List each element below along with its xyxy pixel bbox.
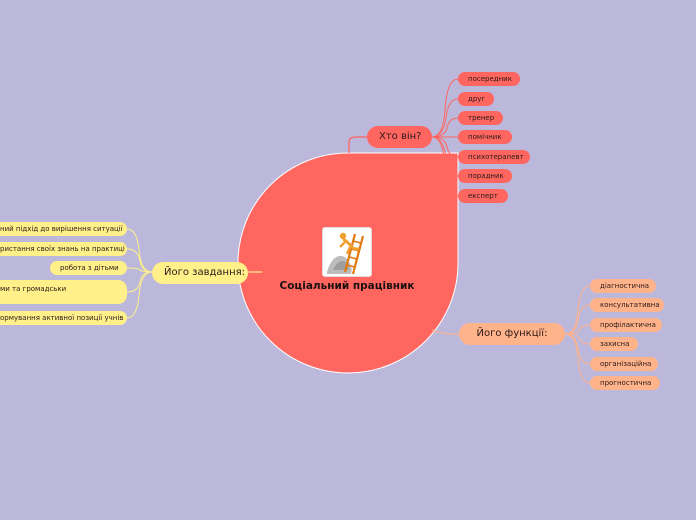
who-item-trainer[interactable]: тренер: [458, 111, 503, 125]
branch-tasks[interactable]: Його завдання:: [152, 262, 248, 284]
who-children-connectors: [431, 78, 459, 197]
ladder-climber-icon: [327, 232, 365, 275]
who-item-advisor[interactable]: порадник: [458, 169, 512, 183]
who-item-helper[interactable]: помічник: [458, 130, 512, 144]
who-item-mediator[interactable]: посередник: [458, 72, 520, 86]
who-item-psychotherapist[interactable]: психотерапевт: [458, 150, 530, 164]
center-illustration: [322, 227, 372, 277]
task-item-community[interactable]: ми та громадськи: [0, 280, 127, 304]
function-item-diagnostic[interactable]: діагностична: [590, 279, 656, 293]
connector-who: [348, 136, 367, 153]
tasks-children-connectors: [126, 228, 153, 319]
function-item-preventive[interactable]: профілактична: [590, 318, 662, 332]
who-item-expert[interactable]: експерт: [458, 189, 508, 203]
task-item-knowledge-use[interactable]: ристання своїх знань на практиці: [0, 242, 127, 256]
functions-children-connectors: [564, 285, 591, 384]
task-item-approach[interactable]: ний підхід до вирішення ситуації: [0, 222, 127, 236]
task-item-children[interactable]: робота з дітьми: [50, 261, 127, 275]
branch-who[interactable]: Хто він?: [367, 126, 432, 148]
branch-functions[interactable]: Його функції:: [459, 323, 565, 345]
function-item-organizational[interactable]: організаційна: [590, 357, 658, 371]
function-item-protective[interactable]: захисна: [590, 337, 638, 351]
connector-functions: [431, 329, 460, 335]
function-item-consultative[interactable]: консультативна: [590, 298, 664, 312]
central-topic-title[interactable]: Соціальний працівник: [279, 280, 415, 292]
who-item-friend[interactable]: друг: [458, 92, 494, 106]
task-item-active-position[interactable]: ормування активної позиції учнів: [0, 311, 127, 325]
function-item-prognostic[interactable]: прогностична: [590, 376, 660, 390]
